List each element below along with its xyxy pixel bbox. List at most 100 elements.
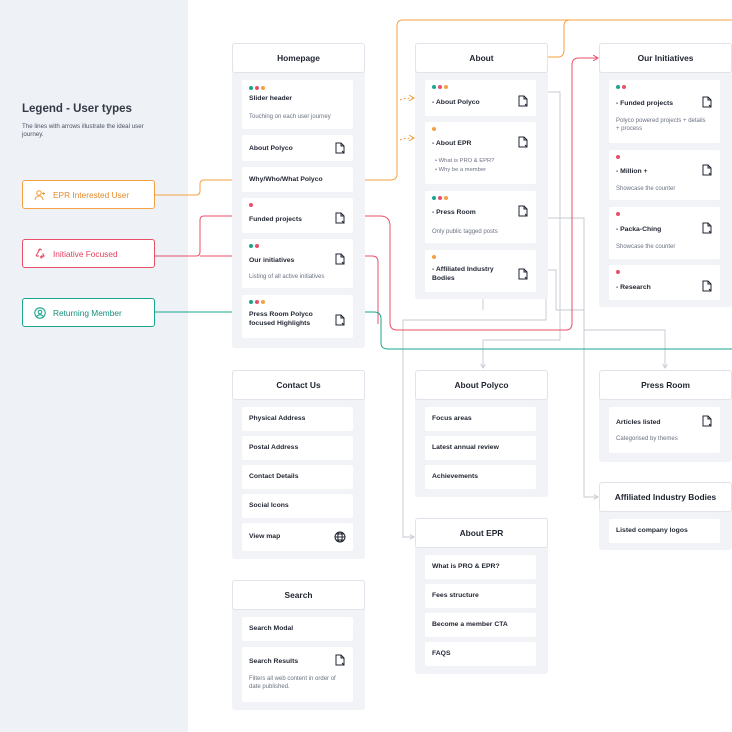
card-title: Our initiatives xyxy=(249,257,295,264)
user-type-returning-member[interactable]: Returning Member xyxy=(22,298,155,327)
user-dots xyxy=(432,196,448,200)
card-focus-areas[interactable]: Focus areas xyxy=(425,407,536,431)
panel-search: Search Search Modal Search Results Filte… xyxy=(232,580,365,710)
card-press-room-highlights[interactable]: Press Room Polyco focused Highlights xyxy=(242,295,353,338)
panel-title: Affiliated Industry Bodies xyxy=(599,482,732,512)
panel-title: About Polyco xyxy=(415,370,548,400)
card-why-who-what[interactable]: Why/Who/What Polyco xyxy=(242,167,353,192)
card-title: - About EPR xyxy=(432,140,472,147)
card-title: What is PRO & EPR? xyxy=(432,563,500,570)
link-returning-press xyxy=(353,311,732,350)
card-title: Social Icons xyxy=(249,502,289,509)
bullet-item: • Why be a member xyxy=(435,166,486,173)
legend-title: Legend - User types xyxy=(22,103,132,115)
card-affiliated-link[interactable]: - Affiliated Industry Bodies xyxy=(425,250,536,292)
user-dots xyxy=(616,270,620,274)
panel-press-room: Press Room Articles listed Categorised b… xyxy=(599,370,732,462)
card-title: Latest annual review xyxy=(432,444,499,451)
card-title: Press Room Polyco focused Highlights xyxy=(249,311,313,327)
card-title: - Press Room xyxy=(432,209,476,216)
card-title: Slider header xyxy=(249,95,293,102)
panel-title: Search xyxy=(232,580,365,610)
card-title: FAQS xyxy=(432,650,451,657)
user-dots xyxy=(432,255,436,259)
document-icon xyxy=(518,136,528,148)
card-press-room-link[interactable]: - Press Room Only public tagged posts xyxy=(425,191,536,243)
document-icon xyxy=(702,96,712,108)
document-icon xyxy=(335,253,345,265)
card-become-member-cta[interactable]: Become a member CTA xyxy=(425,613,536,637)
card-subtitle: Listing of all active initiatives xyxy=(249,274,325,280)
card-title: - Million + xyxy=(616,168,648,175)
card-listed-company-logos[interactable]: Listed company logos xyxy=(609,519,720,543)
card-title: Why/Who/What Polyco xyxy=(249,176,323,183)
card-slider-header[interactable]: Slider header Touching on each user jour… xyxy=(242,80,353,129)
document-icon xyxy=(702,164,712,176)
globe-icon xyxy=(334,531,346,543)
card-subtitle: Categorised by themes xyxy=(616,436,678,442)
card-title: Achievements xyxy=(432,473,479,480)
card-subtitle: Showcase the counter xyxy=(616,186,676,192)
link-epr-top xyxy=(548,19,571,58)
link-epr-about-epr xyxy=(399,138,414,140)
user-dots xyxy=(249,203,253,207)
card-our-initiatives[interactable]: Our initiatives Listing of all active in… xyxy=(242,239,353,288)
card-physical-address[interactable]: Physical Address xyxy=(242,407,353,431)
panel-title: Contact Us xyxy=(232,370,365,400)
document-icon xyxy=(702,222,712,234)
card-about-polyco-link[interactable]: - About Polyco xyxy=(425,80,536,116)
card-what-is-pro-epr[interactable]: What is PRO & EPR? xyxy=(425,555,536,579)
user-plus-icon xyxy=(34,189,45,200)
recycle-icon xyxy=(35,247,45,259)
card-title: - Research xyxy=(616,284,651,291)
card-packa-ching[interactable]: - Packa-Ching Showcase the counter xyxy=(609,207,720,259)
panel-contact-us: Contact Us Physical Address Postal Addre… xyxy=(232,370,365,559)
card-title: Postal Address xyxy=(249,444,299,451)
card-million-plus[interactable]: - Million + Showcase the counter xyxy=(609,150,720,200)
card-subtitle: Polyco powered projects + details + proc… xyxy=(616,118,706,132)
card-title: Contact Details xyxy=(249,473,299,480)
card-fees-structure[interactable]: Fees structure xyxy=(425,584,536,608)
card-about-polyco[interactable]: About Polyco xyxy=(242,135,353,161)
card-title: - Packa-Ching xyxy=(616,226,662,233)
document-icon xyxy=(518,205,528,217)
user-type-label: EPR Interested User xyxy=(53,189,130,200)
document-icon xyxy=(702,280,712,292)
card-faqs[interactable]: FAQS xyxy=(425,642,536,666)
card-funded-projects-initiative[interactable]: - Funded projects Polyco powered project… xyxy=(609,80,720,143)
bullet-item: • What is PRO & EPR? xyxy=(435,158,495,164)
user-dots xyxy=(432,85,448,89)
card-search-modal[interactable]: Search Modal xyxy=(242,617,353,641)
panel-about-epr: About EPR What is PRO & EPR? Fees struct… xyxy=(415,518,548,674)
panel-title: About EPR xyxy=(415,518,548,548)
card-title: Search Modal xyxy=(249,625,294,632)
panel-about: About - About Polyco - About EPR • What … xyxy=(415,43,548,299)
card-latest-annual-review[interactable]: Latest annual review xyxy=(425,436,536,460)
document-icon xyxy=(702,415,712,427)
user-type-epr-interested[interactable]: EPR Interested User xyxy=(22,180,155,209)
card-funded-projects[interactable]: Funded projects xyxy=(242,198,353,233)
link-epr-about xyxy=(399,98,414,100)
user-type-label: Returning Member xyxy=(53,307,122,318)
card-search-results[interactable]: Search Results Filters all web content i… xyxy=(242,647,353,702)
card-about-epr-link[interactable]: - About EPR • What is PRO & EPR? • Why b… xyxy=(425,122,536,184)
card-view-map[interactable]: View map xyxy=(242,523,353,551)
card-achievements[interactable]: Achievements xyxy=(425,465,536,489)
card-subtitle: Showcase the counter xyxy=(616,244,676,250)
legend-sidebar xyxy=(0,0,188,732)
card-social-icons[interactable]: Social Icons xyxy=(242,494,353,518)
document-icon xyxy=(335,314,345,326)
card-postal-address[interactable]: Postal Address xyxy=(242,436,353,460)
user-dots xyxy=(249,300,265,304)
panel-our-initiatives: Our Initiatives - Funded projects Polyco… xyxy=(599,43,732,307)
card-research[interactable]: - Research xyxy=(609,265,720,300)
user-dots xyxy=(432,127,436,131)
document-icon xyxy=(335,212,345,224)
card-articles-listed[interactable]: Articles listed Categorised by themes xyxy=(609,407,720,453)
user-circle-icon xyxy=(34,306,46,319)
user-type-initiative-focused[interactable]: Initiative Focused xyxy=(22,239,155,268)
card-subtitle: Filters all web content in order of date… xyxy=(249,676,336,690)
panel-title: Homepage xyxy=(232,43,365,73)
card-contact-details[interactable]: Contact Details xyxy=(242,465,353,489)
card-title: Become a member CTA xyxy=(432,621,508,628)
